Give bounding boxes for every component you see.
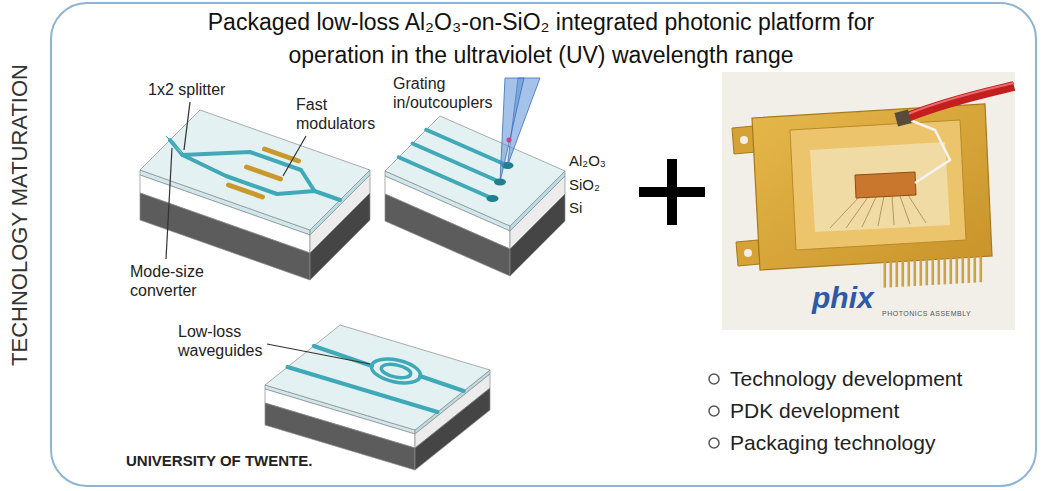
leader-line (166, 148, 172, 259)
beam-focus (507, 138, 512, 143)
package-photo (905, 86, 1014, 118)
package-photo (908, 195, 926, 223)
package-photo (736, 240, 760, 266)
waveguide (413, 144, 501, 183)
leader-line (166, 102, 370, 364)
waveguide (170, 140, 340, 200)
waveguide (420, 376, 464, 391)
electrode (265, 149, 299, 161)
package-photo (855, 172, 916, 198)
leader-line (267, 344, 370, 364)
axis-label: TECHNOLOGY MATURATION (7, 64, 33, 366)
layer-label: Al₂O₃ (569, 152, 606, 170)
diagram-title: Packaged low-loss Al₂O₃-on-SiO₂ integrat… (191, 6, 891, 72)
mode-size-taper (166, 136, 186, 156)
outer-frame (51, 3, 1036, 486)
outer-frame (51, 3, 1036, 486)
bullet-item: Packaging technology (730, 430, 935, 455)
spiral-waveguide (369, 355, 422, 387)
package-photo (878, 196, 884, 226)
bullet-marker (709, 374, 719, 448)
chip-layers (140, 110, 370, 280)
light-beam (500, 78, 540, 182)
package-photo (862, 197, 876, 227)
chip-layers (385, 116, 565, 226)
plus-sign (667, 159, 677, 225)
photo-panel: phixPHOTONICS ASSEMBLY (722, 72, 1015, 330)
chip-layers (265, 325, 490, 430)
waveguide (426, 130, 507, 166)
package-photo (905, 118, 950, 183)
waveguide (399, 130, 508, 199)
grating-coupler (487, 195, 499, 202)
part-label: Fast modulators (296, 95, 382, 133)
package-photo (744, 249, 752, 257)
part-label: 1x2 splitter (148, 80, 248, 99)
leader-line (283, 136, 306, 176)
brand-logo: phix (812, 280, 874, 316)
spiral-waveguide (380, 362, 412, 380)
left-panel (118, 74, 608, 478)
waveguide (288, 367, 438, 412)
bullet-marker (709, 406, 719, 416)
waveguide (170, 140, 340, 200)
chip-layers (385, 116, 565, 276)
bullet-item: Technology development (730, 366, 962, 391)
package-photo (846, 197, 868, 228)
chip-layers (265, 325, 490, 470)
bullet-marker (709, 374, 719, 384)
package-photo (740, 136, 748, 144)
electrode (247, 167, 281, 179)
part-label: Mode-size converter (130, 262, 228, 300)
mode-size-taper (166, 136, 186, 156)
part-label: Grating in/outcouplers (393, 74, 499, 112)
bullet-item: PDK development (730, 398, 899, 423)
bullet-marker (709, 438, 719, 448)
package-photo (830, 195, 926, 228)
package-photo (908, 83, 1014, 114)
spiral-waveguide (369, 355, 422, 387)
package-photo (880, 256, 985, 288)
layer-label: SiO₂ (569, 176, 600, 194)
package-photo (810, 142, 950, 232)
electrode (229, 149, 299, 197)
layer-label: Si (569, 199, 582, 217)
brand-tagline: PHOTONICS ASSEMBLY (882, 310, 971, 318)
package-photo (892, 196, 894, 225)
package-photo (722, 72, 1015, 330)
package-photo (752, 104, 992, 270)
package-photo (900, 196, 910, 224)
package-photo (830, 196, 860, 228)
left-panel (118, 74, 608, 478)
part-label: Low-loss waveguides (178, 322, 264, 360)
waveguide (399, 157, 493, 198)
electrode (229, 185, 263, 197)
leader-line (184, 102, 190, 150)
waveguide (288, 346, 464, 412)
beam-focus (507, 138, 512, 143)
package-photo (722, 72, 1015, 330)
package-photo (894, 109, 911, 126)
plus-sign (639, 159, 705, 225)
institution-logo: UNIVERSITY OF TWENTE. (126, 452, 312, 470)
light-beam (500, 78, 524, 182)
